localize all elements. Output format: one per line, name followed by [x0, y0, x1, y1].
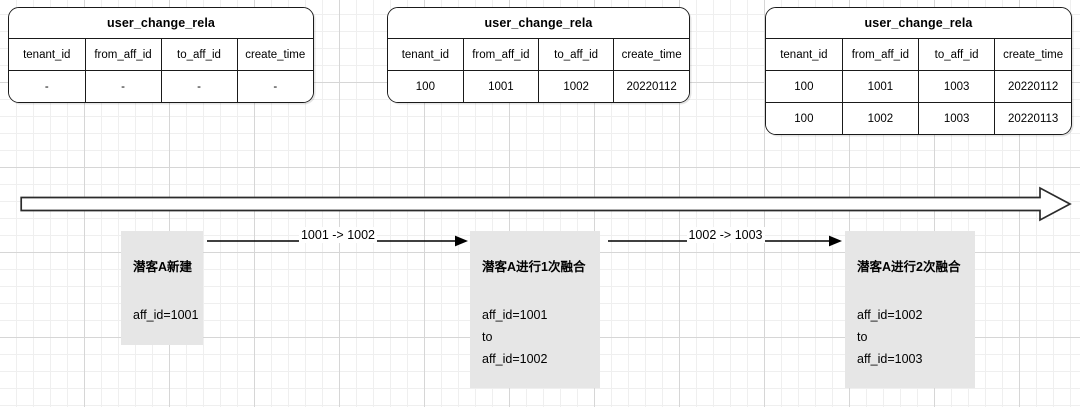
table-title: user_change_rela [766, 8, 1071, 39]
column-header-tenant-id: tenant_id [388, 39, 464, 71]
connector-label: 1002 -> 1003 [686, 227, 765, 243]
table-row: 100 1002 1003 20220113 [766, 102, 1071, 134]
cell-to-aff-id: 1002 [538, 70, 615, 102]
table-grid: tenant_id from_aff_id to_aff_id create_t… [9, 39, 313, 102]
column-header-create-time: create_time [237, 39, 313, 71]
stage-box-second-merge: 潜客A进行2次融合 aff_id=1002 to aff_id=1003 [845, 231, 975, 388]
cell-from-aff-id: 1002 [842, 102, 920, 134]
table-header-row: tenant_id from_aff_id to_aff_id create_t… [9, 39, 313, 71]
table-user-change-rela-initial: user_change_rela tenant_id from_aff_id t… [8, 7, 314, 103]
table-header-row: tenant_id from_aff_id to_aff_id create_t… [766, 39, 1071, 71]
column-header-from-aff-id: from_aff_id [842, 39, 920, 71]
timeline-arrow-shape [20, 186, 1072, 222]
column-header-create-time: create_time [613, 39, 689, 71]
cell-from-aff-id: - [85, 70, 162, 102]
table-user-change-rela-after-second-merge: user_change_rela tenant_id from_aff_id t… [765, 7, 1072, 135]
column-header-from-aff-id: from_aff_id [463, 39, 540, 71]
column-header-create-time: create_time [994, 39, 1071, 71]
connector-label: 1001 -> 1002 [298, 227, 378, 243]
table-row: - - - - [9, 70, 313, 102]
stage-line: aff_id=1003 [857, 352, 923, 366]
stage-box-created: 潜客A新建 aff_id=1001 [121, 231, 203, 345]
cell-create-time: 20220112 [994, 70, 1071, 103]
stage-title: 潜客A进行1次融合 [482, 260, 586, 274]
cell-tenant-id: 100 [388, 70, 464, 102]
cell-tenant-id: 100 [766, 70, 843, 103]
stage-line: aff_id=1002 [857, 308, 923, 322]
cell-tenant-id: - [9, 70, 86, 102]
cell-to-aff-id: 1003 [918, 102, 996, 134]
column-header-tenant-id: tenant_id [9, 39, 86, 71]
column-header-to-aff-id: to_aff_id [161, 39, 238, 71]
stage-line: aff_id=1001 [133, 308, 199, 322]
table-row: 100 1001 1003 20220112 [766, 70, 1071, 103]
cell-to-aff-id: - [161, 70, 238, 102]
cell-tenant-id: 100 [766, 102, 843, 134]
stage-title: 潜客A新建 [133, 260, 193, 274]
connector-second-merge: 1002 -> 1003 [608, 227, 843, 254]
table-title: user_change_rela [388, 8, 689, 39]
table-user-change-rela-after-first-merge: user_change_rela tenant_id from_aff_id t… [387, 7, 690, 103]
column-header-to-aff-id: to_aff_id [538, 39, 615, 71]
stage-line: to [857, 330, 868, 344]
cell-to-aff-id: 1003 [918, 70, 996, 103]
column-header-to-aff-id: to_aff_id [918, 39, 996, 71]
table-grid: tenant_id from_aff_id to_aff_id create_t… [766, 39, 1071, 134]
stage-title: 潜客A进行2次融合 [857, 260, 961, 274]
stage-line: aff_id=1002 [482, 352, 548, 366]
column-header-tenant-id: tenant_id [766, 39, 843, 71]
table-header-row: tenant_id from_aff_id to_aff_id create_t… [388, 39, 689, 71]
column-header-from-aff-id: from_aff_id [85, 39, 162, 71]
cell-create-time: 20220113 [994, 102, 1071, 134]
table-grid: tenant_id from_aff_id to_aff_id create_t… [388, 39, 689, 102]
table-row: 100 1001 1002 20220112 [388, 70, 689, 102]
cell-from-aff-id: 1001 [463, 70, 540, 102]
cell-create-time: 20220112 [613, 70, 689, 102]
cell-create-time: - [237, 70, 313, 102]
connector-first-merge: 1001 -> 1002 [207, 227, 469, 254]
table-title: user_change_rela [9, 8, 313, 39]
stage-box-first-merge: 潜客A进行1次融合 aff_id=1001 to aff_id=1002 [470, 231, 600, 388]
cell-from-aff-id: 1001 [842, 70, 920, 103]
stage-line: to [482, 330, 493, 344]
stage-line: aff_id=1001 [482, 308, 548, 322]
timeline-arrow [20, 186, 1072, 222]
